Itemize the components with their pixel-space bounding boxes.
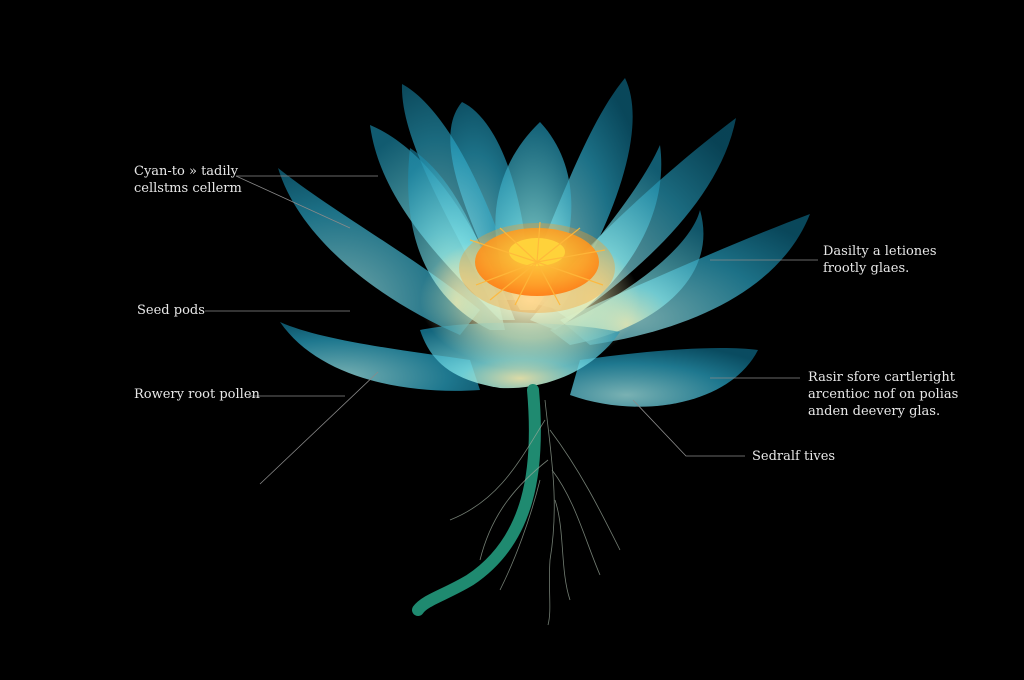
annotation-line: frootly glaes.: [823, 261, 910, 276]
annotation-line: arcentioc nof on polias: [808, 387, 959, 402]
annotation-line: Rowery root pollen: [134, 387, 260, 402]
leader-line-1b: [235, 175, 351, 229]
annotation-line: Sedralf tives: [752, 449, 836, 464]
annotation-root-pollen: Rowery root pollen: [134, 386, 260, 403]
annotation-line: Cyan-to » tadily: [134, 164, 239, 179]
annotation-line: Dasilty a letiones: [823, 244, 937, 259]
annotation-line: Seed pods: [137, 303, 205, 318]
leader-lines: [205, 175, 818, 485]
leader-line-6: [632, 399, 745, 457]
roots: [449, 399, 621, 626]
annotation-line: anden deevery glas.: [808, 404, 941, 419]
annotation-sedralf: Sedralf tives: [752, 448, 835, 465]
annotation-line: Rasir sfore cartleright: [808, 370, 955, 385]
leader-line-3b: [259, 371, 379, 485]
annotation-rasir-glass: Rasir sfore cartleright arcentioc nof on…: [808, 369, 958, 420]
annotation-frosty-glass: Dasilty a letiones frootly glaes.: [823, 243, 937, 277]
stamen-cluster: [459, 221, 615, 313]
annotation-cyan-petal: Cyan-to » tadily cellstms cellerm: [134, 163, 242, 197]
annotation-seed-pods: Seed pods: [137, 302, 205, 319]
annotation-line: cellstms cellerm: [134, 181, 242, 196]
stem: [412, 384, 541, 616]
